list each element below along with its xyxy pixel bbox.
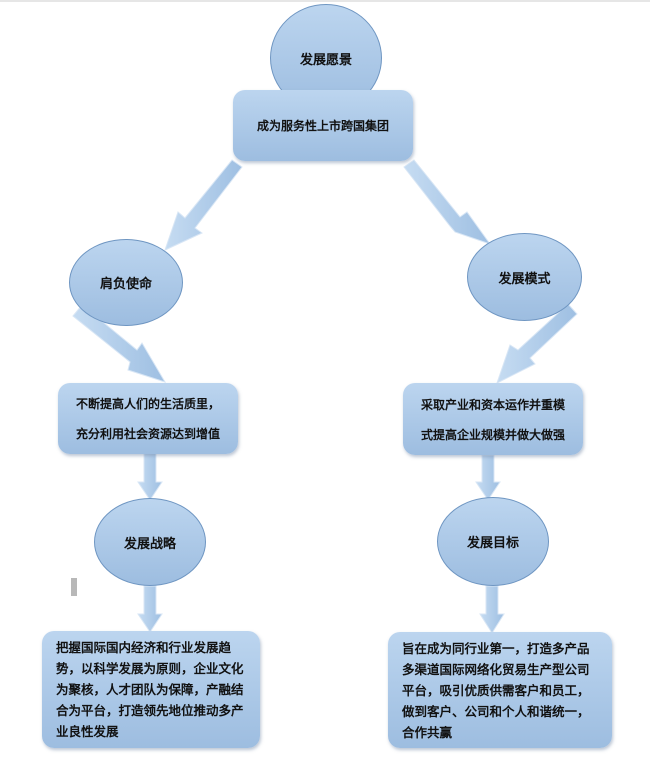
strategy-desc-label: 把握国际国内经济和行业发展趋势，以科学发展为原则，企业文化为聚核，人才团队为保障…: [56, 640, 244, 739]
arrow-goal-to-desc: [479, 585, 505, 634]
mission-desc-node: 不断提高人们的生活质里， 充分利用社会资源达到增值: [58, 383, 238, 454]
arrow-mission-desc-to-strategy: [137, 452, 163, 501]
arrow-strategy-to-desc: [137, 585, 163, 633]
mode-desc-line: 采取产业和资本运作并重模: [420, 397, 565, 412]
arrow-mode-desc-to-goal: [475, 454, 501, 501]
mission-desc-line: 不断提高人们的生活质里，: [75, 397, 220, 412]
goal-label: 发展目标: [466, 536, 519, 551]
gray-marker: [71, 578, 77, 596]
goal-desc-label: 旨在成为同行业第一，打造多产品多渠道国际网络化贸易生产型公司平台，吸引优质供需客…: [402, 640, 590, 740]
mode-desc-node: 采取产业和资本运作并重模 式提高企业规模并做大做强: [403, 383, 583, 455]
strategy-node: 发展战略: [94, 498, 206, 586]
vision-desc-node: 成为服务性上市跨国集团: [233, 90, 413, 161]
arrow-vision-to-mode: [403, 159, 492, 245]
vision-label: 发展愿景: [299, 52, 352, 68]
mode-label: 发展模式: [498, 271, 551, 287]
vision-desc-label: 成为服务性上市跨国集团: [256, 119, 389, 133]
mission-label: 肩负使命: [99, 277, 152, 292]
strategy-label: 发展战略: [123, 536, 176, 552]
goal-node: 发展目标: [437, 497, 549, 586]
mission-node: 肩负使命: [69, 239, 183, 326]
mode-node: 发展模式: [467, 233, 582, 321]
top-border: [0, 0, 650, 2]
arrow-mode-to-desc: [496, 303, 578, 384]
strategy-desc-node: 把握国际国内经济和行业发展趋势，以科学发展为原则，企业文化为聚核，人才团队为保障…: [42, 631, 260, 748]
arrow-vision-to-mission: [164, 159, 243, 251]
goal-desc-node: 旨在成为同行业第一，打造多产品多渠道国际网络化贸易生产型公司平台，吸引优质供需客…: [388, 632, 612, 748]
mission-desc-line: 充分利用社会资源达到增值: [75, 426, 220, 441]
mode-desc-line: 式提高企业规模并做大做强: [420, 427, 565, 442]
